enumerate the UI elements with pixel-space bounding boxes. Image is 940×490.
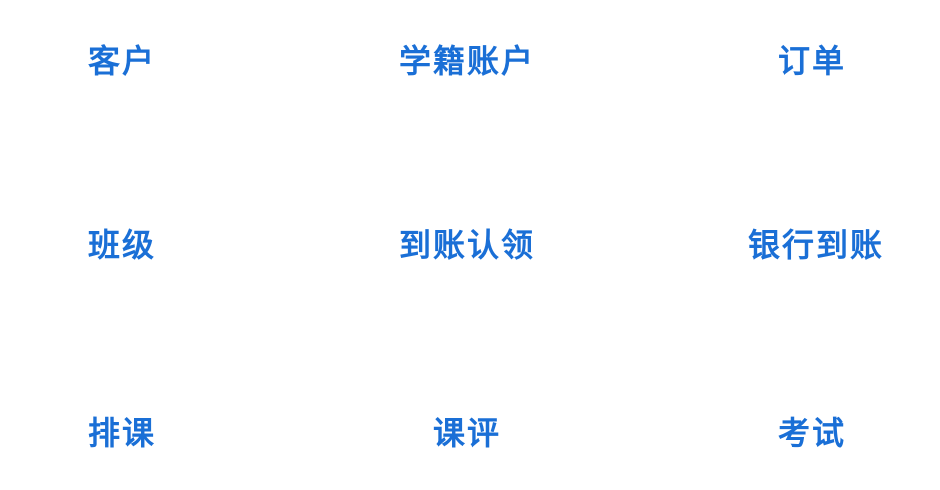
menu-item-class[interactable]: 班级	[87, 226, 157, 264]
menu-item-bank-arrival[interactable]: 银行到账	[747, 226, 885, 264]
menu-item-customer[interactable]: 客户	[87, 42, 157, 80]
menu-item-payment-claim[interactable]: 到账认领	[398, 226, 536, 264]
menu-item-student-account[interactable]: 学籍账户	[398, 42, 536, 80]
menu-item-exam[interactable]: 考试	[777, 414, 847, 452]
menu-item-course-review[interactable]: 课评	[432, 414, 502, 452]
menu-item-order[interactable]: 订单	[777, 42, 847, 80]
menu-item-scheduling[interactable]: 排课	[87, 414, 157, 452]
